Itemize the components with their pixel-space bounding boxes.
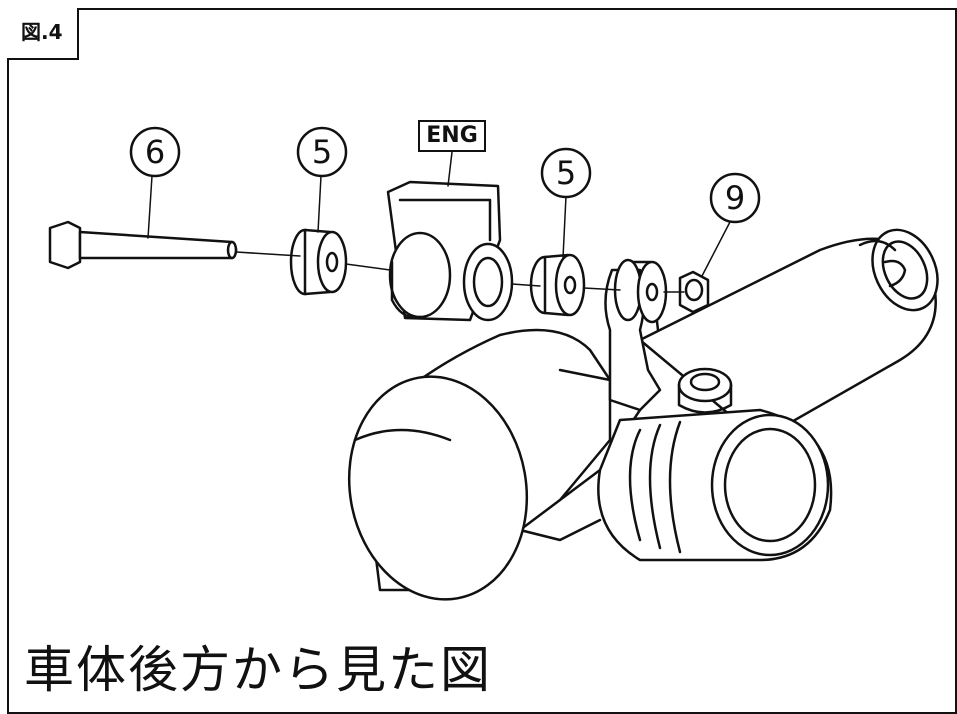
assembly-axis-line <box>235 251 685 293</box>
callout-circle-nut <box>709 172 761 224</box>
collar-right <box>529 253 586 317</box>
leader-lines <box>147 151 732 277</box>
callout-bolt: 6 <box>144 133 166 171</box>
bolt <box>48 220 238 270</box>
callout-circle-collar-right <box>540 147 592 199</box>
callout-collar-left: 5 <box>311 133 333 171</box>
muffler-body <box>347 328 642 601</box>
sensor-boss <box>677 367 733 414</box>
engine-mount-bracket <box>386 180 514 322</box>
callout-circle-collar-left <box>296 126 348 178</box>
figure-label: 図.4 <box>7 8 79 60</box>
muffler-canister <box>638 228 939 442</box>
collar-left <box>289 228 348 296</box>
callout-nut: 9 <box>724 179 746 217</box>
outlet-pipe <box>597 408 833 562</box>
callout-circle-bolt <box>129 126 181 178</box>
view-caption: 車体後方から見た図 <box>24 641 492 699</box>
nut <box>678 270 710 314</box>
engine-label: ENG <box>418 120 486 152</box>
callout-collar-right: 5 <box>555 154 577 192</box>
